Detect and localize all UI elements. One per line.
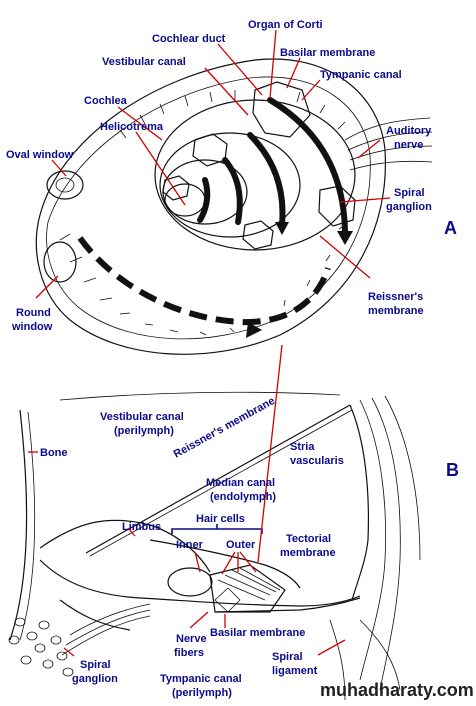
label-round-window-1: Round [16, 307, 51, 319]
panel-letter-a: A [444, 218, 457, 238]
label-vestibular-canal-a: Vestibular canal [102, 56, 186, 68]
cross-section-drawing [8, 391, 421, 701]
label-auditory-nerve-1: Auditory [386, 125, 432, 137]
label-vestibular-canal-b-1: Vestibular canal [100, 411, 184, 423]
label-bone: Bone [40, 447, 68, 459]
label-tectorial-membrane-2: membrane [280, 547, 336, 559]
label-helicotrema: Helicotrema [100, 121, 164, 133]
panel-b-leader-lines [28, 344, 346, 657]
label-outer: Outer [226, 539, 256, 551]
label-cochlea: Cochlea [84, 95, 128, 107]
label-reissners-membrane-b: Reissner's membrane [172, 395, 277, 461]
label-organ-of-corti: Organ of Corti [248, 19, 323, 31]
label-reissners-membrane-a-1: Reissner's [368, 291, 423, 303]
spiral-ganglion-cells [8, 617, 74, 677]
panel-letter-b: B [446, 460, 459, 480]
label-round-window-2: window [11, 321, 53, 333]
panel-a-labels: Organ of Corti Cochlear duct Basilar mem… [6, 19, 457, 333]
label-reissners-membrane-a-2: membrane [368, 305, 424, 317]
label-basilar-membrane-b: Basilar membrane [210, 627, 305, 639]
label-stria-vascularis-2: vascularis [290, 455, 344, 467]
label-stria-vascularis-1: Stria [290, 441, 315, 453]
label-vestibular-canal-b-2: (perilymph) [114, 425, 174, 437]
label-tympanic-canal-b-1: Tympanic canal [160, 673, 242, 685]
label-nerve-fibers-1: Nerve [176, 633, 207, 645]
label-median-canal-1: Median canal [206, 477, 275, 489]
label-nerve-fibers-2: fibers [174, 647, 204, 659]
watermark: muhadharaty.com [320, 680, 474, 700]
label-spiral-ligament-2: ligament [272, 665, 318, 677]
label-limbus: Limbus [122, 521, 161, 533]
panel-b-labels: Vestibular canal (perilymph) Bone Reissn… [40, 395, 459, 699]
label-spiral-ganglion-a-1: Spiral [394, 187, 425, 199]
label-auditory-nerve-2: nerve [394, 139, 423, 151]
label-cochlear-duct: Cochlear duct [152, 33, 226, 45]
label-spiral-ligament-1: Spiral [272, 651, 303, 663]
label-tympanic-canal-a: Tympanic canal [320, 69, 402, 81]
label-hair-cells: Hair cells [196, 513, 245, 525]
panel-a-leader-lines [35, 29, 391, 299]
label-median-canal-2: (endolymph) [210, 491, 276, 503]
label-oval-window: Oval window [6, 149, 74, 161]
label-spiral-ganglion-b-1: Spiral [80, 659, 111, 671]
cochlea-drawing [35, 58, 433, 355]
label-inner: Inner [176, 539, 204, 551]
label-tectorial-membrane-1: Tectorial [286, 533, 331, 545]
label-spiral-ganglion-b-2: ganglion [72, 673, 118, 685]
label-spiral-ganglion-a-2: ganglion [386, 201, 432, 213]
label-basilar-membrane-a: Basilar membrane [280, 47, 375, 59]
label-tympanic-canal-b-2: (perilymph) [172, 687, 232, 699]
